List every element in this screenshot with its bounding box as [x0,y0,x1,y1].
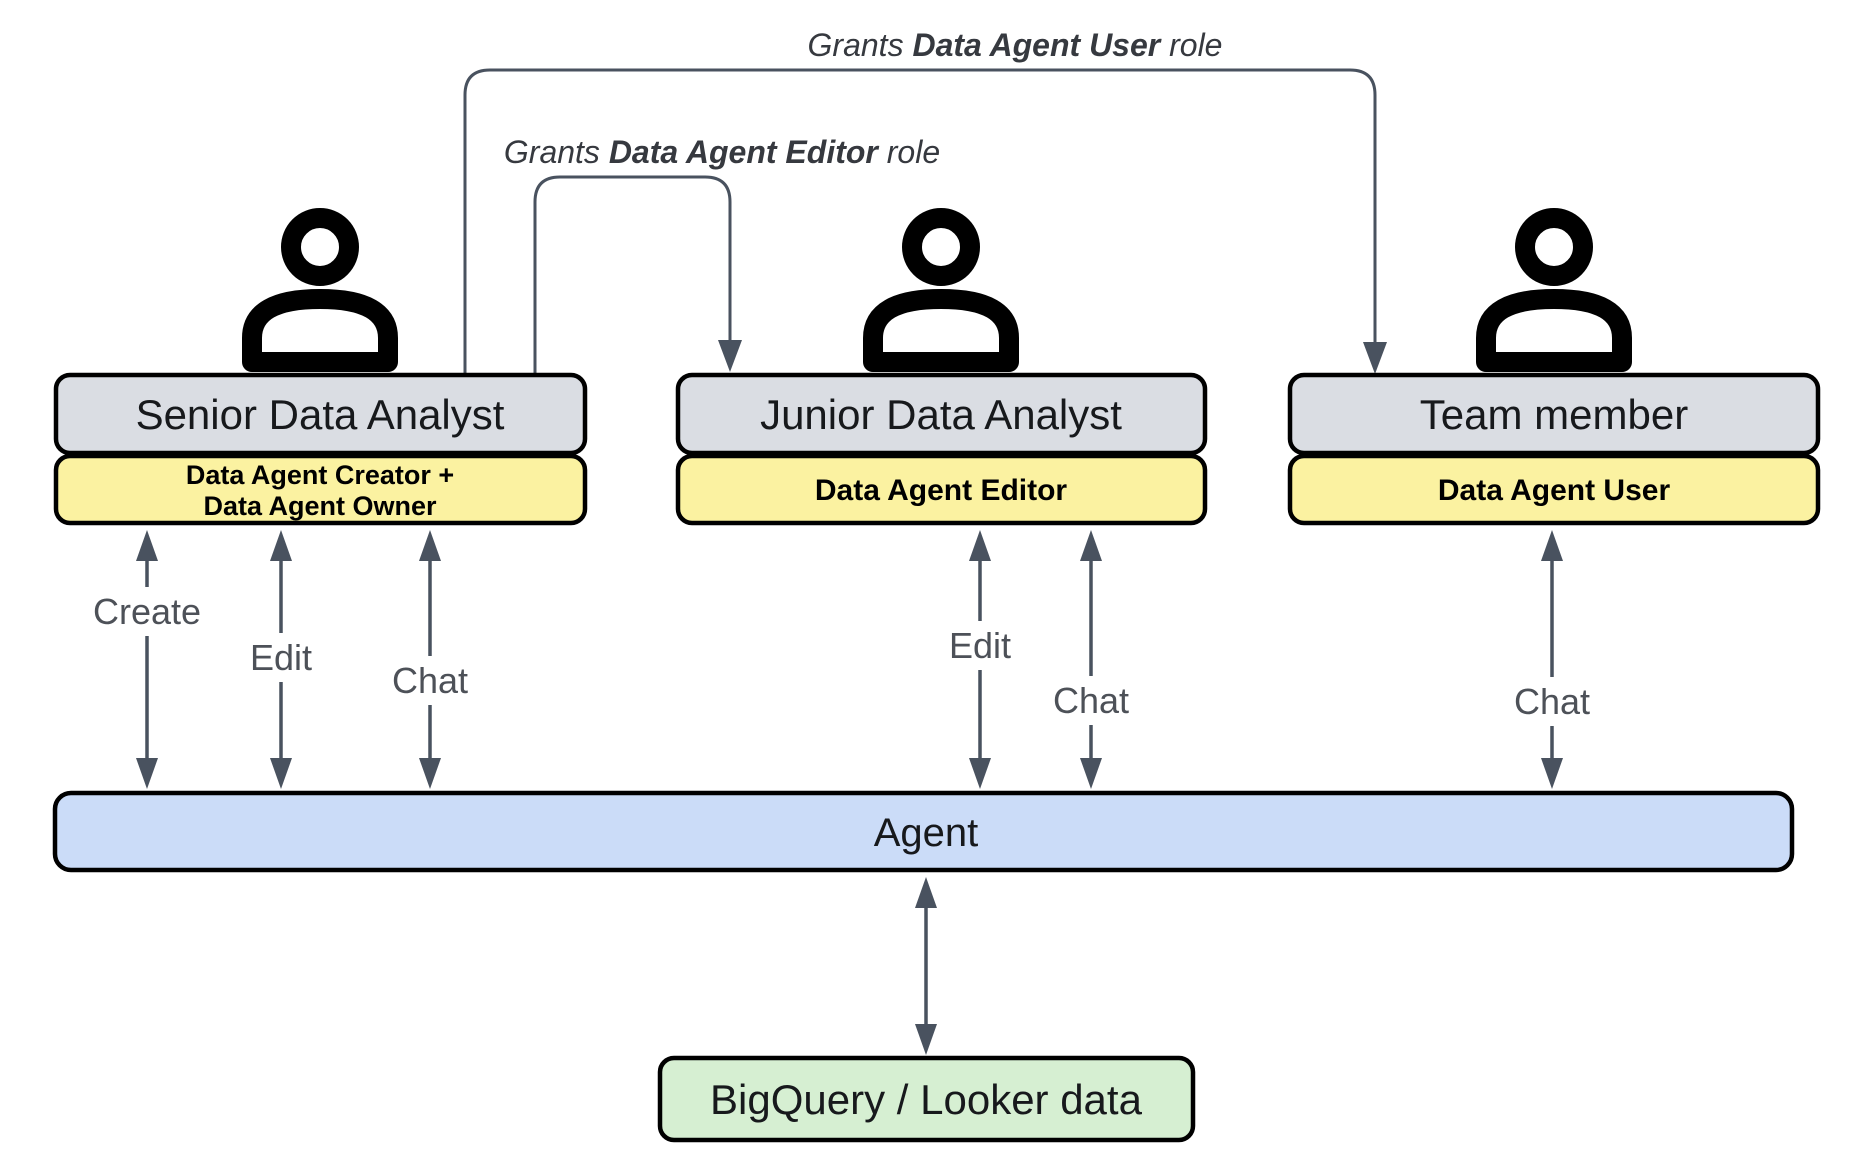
agent-bar [52,790,1795,873]
arrow-up-icon [270,530,292,561]
grant-user-connector [463,68,1387,374]
edit-arrow-senior: Edit [243,530,319,789]
label-halo [942,621,1018,670]
arrow-down-icon [1541,758,1563,789]
person-shoulders-icon [863,289,1019,372]
arrow-up-icon [136,530,158,561]
agent-datasource-arrow [915,877,937,1055]
arrow-up-icon [1541,530,1563,561]
person-head-icon [1515,208,1593,286]
create-label: Create [93,591,201,632]
label-halo [1046,676,1136,725]
chat-arrow-team: Chat [1507,530,1597,789]
label-halo [1507,677,1597,726]
senior-analyst-title: Senior Data Analyst [136,391,505,438]
datasource-box [657,1055,1196,1143]
chat-label: Chat [392,660,468,701]
junior-analyst-title: Junior Data Analyst [760,391,1122,438]
grant-editor-label: Grants Data Agent Editor role [504,134,940,170]
person-icon-team-member [1476,208,1632,372]
person-shoulders-icon [242,289,398,372]
person-icon-junior [863,208,1019,372]
junior-role-label: Data Agent Editor [815,474,1068,507]
edit-label: Edit [949,625,1011,666]
senior-analyst-box [53,372,588,456]
grant-editor-connector-line [533,175,732,374]
person-shoulders-icon [1476,289,1632,372]
person-head-icon [281,208,359,286]
arrow-down-icon [969,758,991,789]
label-halo [86,587,208,636]
grant-user-arrowhead-icon [1363,342,1387,374]
arrow-down-icon [915,1024,937,1055]
grant-user-label: Grants Data Agent User role [808,27,1223,63]
senior-role-line2: Data Agent Owner [203,491,437,521]
junior-role-box [675,453,1208,526]
team-role-box [1287,453,1821,526]
arrow-up-icon [969,530,991,561]
grant-editor-connector [533,175,742,374]
team-member-box [1287,372,1821,456]
edit-label: Edit [250,637,312,678]
person-icon-senior [242,208,398,372]
chat-label: Chat [1514,681,1590,722]
grant-user-connector-line [463,68,1377,374]
team-member-title: Team member [1420,391,1688,438]
create-arrow-senior: Create [86,530,208,789]
team-role-label: Data Agent User [1438,474,1671,507]
datasource-label: BigQuery / Looker data [710,1076,1143,1123]
chat-arrow-junior: Chat [1046,530,1136,789]
arrow-up-icon [915,877,937,908]
agent-label: Agent [874,811,979,855]
grant-editor-arrowhead-icon [718,340,742,372]
arrow-up-icon [419,530,441,561]
chat-arrow-senior: Chat [385,530,475,789]
person-head-icon [902,208,980,286]
senior-role-box [53,453,588,526]
arrow-down-icon [1080,758,1102,789]
label-halo [385,656,475,705]
chat-label: Chat [1053,680,1129,721]
edit-arrow-junior: Edit [942,530,1018,789]
senior-role-line1: Data Agent Creator + [186,460,454,490]
junior-analyst-box [675,372,1208,456]
arrow-down-icon [136,758,158,789]
arrow-down-icon [419,758,441,789]
label-halo [243,633,319,682]
arrow-down-icon [270,758,292,789]
arrow-up-icon [1080,530,1102,561]
